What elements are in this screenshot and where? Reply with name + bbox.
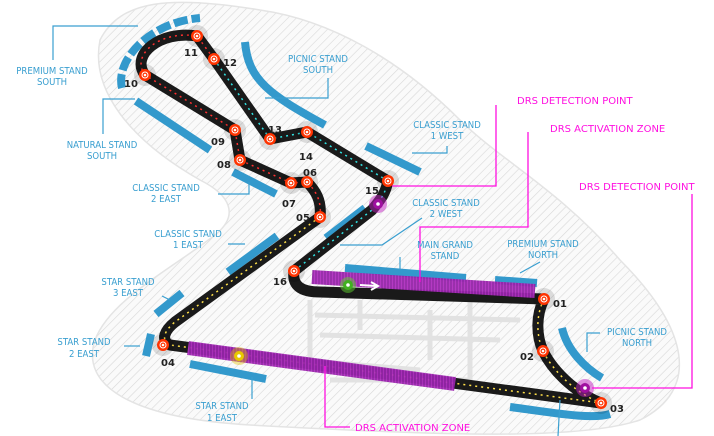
corner-number: 13 (268, 125, 282, 136)
corner-marker-icon (195, 34, 199, 38)
corner-06: 06 (296, 168, 318, 193)
corner-09: 09 (211, 119, 246, 148)
corner-12: 12 (203, 48, 237, 70)
corner-number: 02 (520, 352, 534, 363)
corner-number: 14 (299, 152, 313, 163)
corner-number: 10 (124, 79, 138, 90)
corner-marker-icon (386, 179, 390, 183)
corner-marker-icon (541, 349, 545, 353)
corner-number: 09 (211, 137, 225, 148)
start-marker (340, 277, 356, 293)
corner-marker-icon (318, 215, 322, 219)
corner-marker-icon (233, 128, 237, 132)
corner-04: 04 (152, 334, 175, 369)
corner-marker-icon (143, 73, 147, 77)
corner-marker-icon (268, 137, 272, 141)
drs-leader-lines (324, 105, 693, 428)
corner-number: 04 (161, 358, 175, 369)
label-drs-detection-point-2: DRS DETECTION POINT (579, 182, 696, 193)
stand-leader-lines (52, 25, 600, 436)
corner-marker-icon (292, 269, 296, 273)
label-drs-activation-zone-2: DRS ACTIVATION ZONE (355, 423, 470, 434)
corner-08: 08 (217, 149, 251, 171)
corner-marker-icon (305, 180, 309, 184)
corner-number: 07 (282, 199, 296, 210)
label-drs-activation-zone-1: DRS ACTIVATION ZONE (550, 124, 665, 135)
label-drs-detection-point-1: DRS DETECTION POINT (517, 96, 634, 107)
corner-01: 01 (533, 288, 567, 310)
corner-marker-icon (289, 181, 293, 185)
corner-marker-icon (542, 297, 546, 301)
track-centerline (163, 216, 602, 404)
corner-13: 13 (259, 125, 282, 150)
corner-05: 05 (296, 206, 331, 228)
corner-marker-icon (212, 57, 216, 61)
drs-detection-marker-1 (369, 195, 387, 213)
corner-number: 12 (223, 58, 237, 69)
drs-zone-back-straight (187, 341, 456, 391)
corner-02: 02 (520, 340, 554, 363)
corner-10: 10 (124, 64, 156, 90)
corner-11: 11 (184, 25, 208, 59)
corner-16: 16 (273, 260, 305, 288)
corner-number: 06 (303, 168, 317, 179)
corner-marker-icon (238, 158, 242, 162)
corner-marker-icon (305, 130, 309, 134)
corner-number: 01 (553, 299, 567, 310)
corner-number: 16 (273, 277, 287, 288)
corner-marker-icon (599, 401, 603, 405)
corner-number: 08 (217, 160, 231, 171)
corner-number: 05 (296, 213, 310, 224)
drs-detection-marker-2 (576, 379, 594, 397)
grandstands (117, 14, 612, 421)
corner-07: 07 (280, 172, 302, 210)
corner-marker-icon (161, 343, 165, 347)
drs-activation-marker (230, 347, 248, 365)
direction-arrow (359, 281, 381, 291)
corner-03: 03 (590, 392, 624, 415)
corner-14: 14 (296, 121, 318, 163)
corner-number: 03 (610, 404, 624, 415)
corner-number: 15 (365, 186, 379, 197)
corner-number: 11 (184, 48, 198, 59)
